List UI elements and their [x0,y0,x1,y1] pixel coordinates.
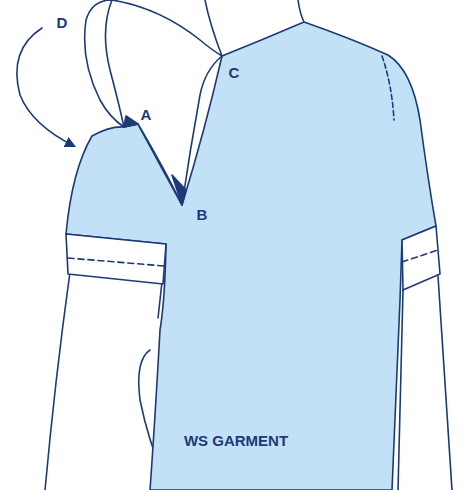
sleeve-cuff [66,234,166,284]
cuff-stitch [402,250,438,262]
point-letter: A [141,107,152,122]
flap-fold [105,0,124,127]
point-letter: D [57,15,68,30]
right-arm [438,276,452,490]
sleeve-cuff [402,226,440,290]
point-letter: B [197,207,208,222]
side-label: WS GARMENT [184,433,288,448]
flap-corner [124,116,138,127]
point-letter: C [229,65,240,80]
left-arm [158,282,162,318]
folded-flap [85,0,222,205]
slit-point [172,175,186,205]
left-arm [45,272,70,490]
neck-line [298,0,304,22]
shoulder-seam [382,56,394,120]
cuff-stitch [68,258,164,266]
fold-arrow [17,28,74,146]
